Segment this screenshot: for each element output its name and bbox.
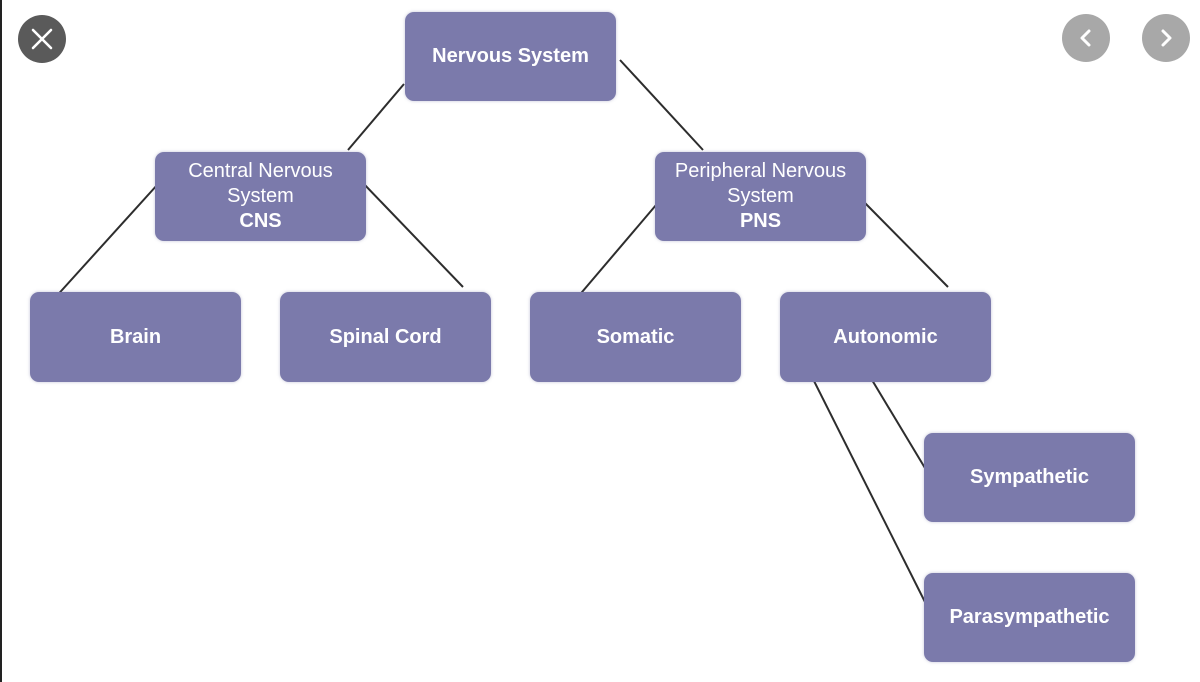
edge-cns-spinal-cord [361,181,464,288]
node-cns-line1: Central Nervous [188,160,333,182]
node-autonomic: Autonomic [780,292,991,382]
node-autonomic-label: Autonomic [833,325,938,348]
chevron-right-icon [1155,27,1177,49]
node-sympathetic: Sympathetic [924,433,1135,522]
node-cns-line2: System [227,185,294,207]
edge-nervous-system-pns [619,59,704,151]
node-spinal-cord-label: Spinal Cord [329,325,442,348]
edge-nervous-system-cns [347,83,405,151]
node-pns-abbr: PNS [739,210,782,232]
node-somatic: Somatic [530,292,741,382]
node-parasympathetic-label: Parasympathetic [949,606,1110,628]
previous-image-button[interactable] [1062,14,1110,62]
viewer-left-border [0,0,2,682]
node-nervous-system: Nervous System [405,12,616,101]
node-cns-abbr: CNS [239,210,282,232]
edge-pns-autonomic [863,201,949,288]
edge-pns-somatic [570,197,663,306]
close-icon [30,27,54,51]
node-pns-line1: Peripheral Nervous [674,160,847,182]
chevron-left-icon [1075,27,1097,49]
node-brain: Brain [30,292,241,382]
node-central-nervous-system: Central Nervous System CNS [155,152,366,241]
node-sympathetic-label: Sympathetic [970,466,1089,488]
node-pns-line2: System [727,185,794,207]
next-image-button[interactable] [1142,14,1190,62]
node-parasympathetic: Parasympathetic [924,573,1135,662]
close-button[interactable] [18,15,66,63]
node-peripheral-nervous-system: Peripheral Nervous System PNS [655,152,866,241]
edge-autonomic-parasympathetic [809,372,929,609]
edge-cns-brain [52,183,159,301]
node-somatic-label: Somatic [596,325,675,348]
node-spinal-cord: Spinal Cord [280,292,491,382]
node-nervous-system-label: Nervous System [432,45,589,67]
node-brain-label: Brain [109,325,162,348]
